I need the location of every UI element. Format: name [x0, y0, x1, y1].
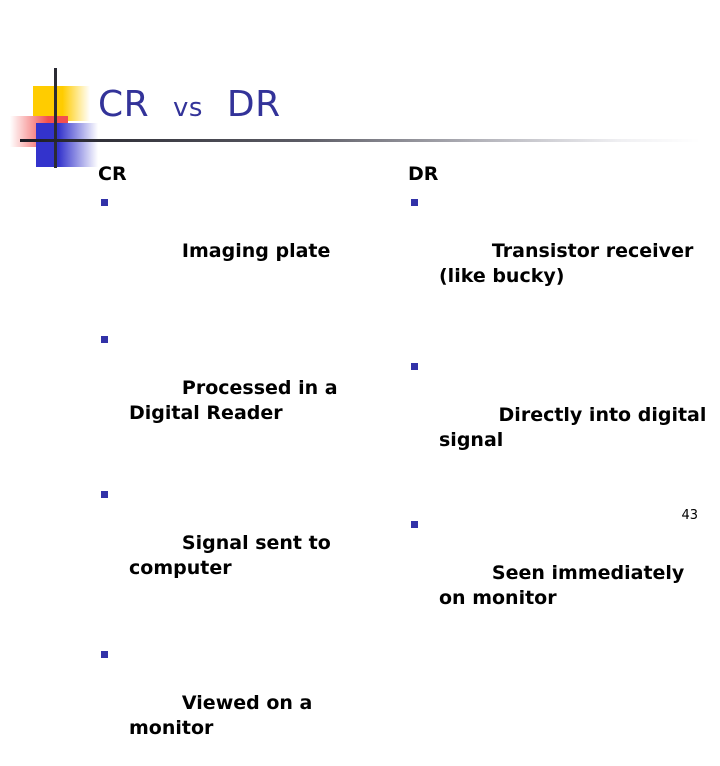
list-item: Transistor receiver (like bucky): [408, 189, 708, 314]
bullet-square-icon: [411, 363, 418, 370]
list-item: Signal sent to computer: [98, 481, 398, 606]
page-number: 43: [681, 508, 698, 523]
logo-vertical-line: [54, 68, 57, 168]
title-part-cr: CR: [98, 84, 150, 125]
bullet-square-icon: [101, 336, 108, 343]
bullet-square-icon: [411, 521, 418, 528]
list-item-text: Seen immediately on monitor: [439, 562, 691, 609]
bullet-square-icon: [101, 491, 108, 498]
list-item: Imaging plate: [98, 189, 398, 289]
slide-title: CR vs DR: [98, 84, 281, 125]
list-item-text: Processed in a Digital Reader: [129, 377, 345, 424]
list-item: Processed in a Digital Reader: [98, 326, 398, 451]
list-item-text: Directly into digital signal: [439, 404, 713, 451]
list-item: Directly into digital signal: [408, 353, 708, 478]
logo-yellow-square: [33, 86, 90, 121]
list-item: Viewed on a monitor: [98, 641, 398, 766]
list-item-text: Viewed on a monitor: [129, 692, 319, 739]
bullet-square-icon: [101, 199, 108, 206]
column-cr: CR Imaging plate Processed in a Digital …: [98, 163, 398, 766]
slide-canvas: CR vs DR CR Imaging plate Processed in a…: [10, 68, 707, 739]
column-dr: DR Transistor receiver (like bucky) Dire…: [408, 163, 708, 636]
list-item-text: Transistor receiver (like bucky): [439, 240, 700, 287]
list-item-text: Signal sent to computer: [129, 532, 338, 579]
list-item-text: Imaging plate: [181, 240, 331, 262]
column-dr-list: Transistor receiver (like bucky) Directl…: [408, 189, 708, 636]
list-item: Seen immediately on monitor: [408, 511, 708, 636]
column-cr-list: Imaging plate Processed in a Digital Rea…: [98, 189, 398, 766]
title-part-vs: vs: [173, 93, 203, 123]
logo-blue-square: [36, 123, 98, 167]
column-cr-heading: CR: [98, 163, 127, 185]
decorative-logo: [10, 68, 120, 168]
title-divider-rule: [20, 139, 700, 142]
bullet-square-icon: [101, 651, 108, 658]
column-dr-heading: DR: [408, 163, 439, 185]
title-part-dr: DR: [226, 84, 281, 125]
bullet-square-icon: [411, 199, 418, 206]
